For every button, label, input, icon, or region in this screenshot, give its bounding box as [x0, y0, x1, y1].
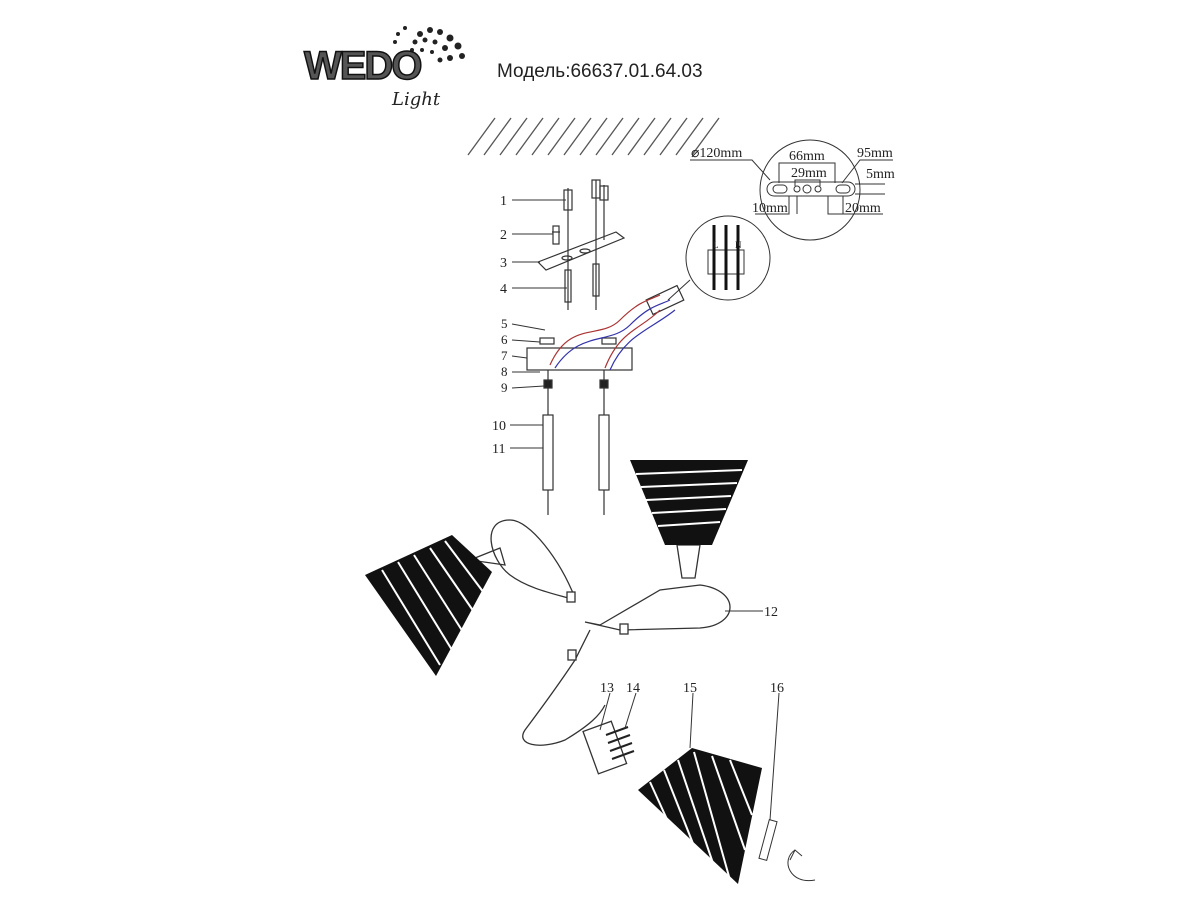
- part-13-label: 13: [600, 681, 614, 696]
- logo-subtitle: Light: [392, 89, 441, 110]
- model-number: Модель:66637.01.64.03: [497, 61, 703, 82]
- part-15-label: 15: [683, 681, 697, 696]
- dim-95: 95mm: [857, 146, 893, 161]
- glass-shade-left: [365, 535, 492, 676]
- bracket-dimension-detail: [690, 139, 893, 241]
- dim-29: 29mm: [791, 166, 827, 181]
- dim-diameter: ⌀120mm: [691, 146, 742, 161]
- logo-swirl-icon: [393, 26, 465, 63]
- glass-shade-top: [630, 460, 748, 545]
- bulb-part-16: [758, 819, 816, 882]
- part-3-label: 3: [500, 256, 507, 271]
- chandelier-frame: [467, 519, 731, 775]
- terminal-l: L: [713, 240, 719, 250]
- brand-logo: WEDO Light: [300, 20, 470, 115]
- part-6-label: 6: [501, 332, 508, 347]
- terminal-n: N: [735, 240, 742, 250]
- part-12-label: 12: [764, 605, 778, 620]
- part-leaders: [510, 199, 780, 821]
- dim-10: 10mm: [752, 201, 788, 216]
- part-numbers: 1 2 3 4 5 6 7 8 9 10 11 12 13 14 15 16: [492, 194, 784, 696]
- part-4-label: 4: [500, 282, 507, 297]
- mounting-hardware: [526, 179, 685, 515]
- part-2-label: 2: [500, 228, 507, 243]
- glass-shade-bottom: [638, 748, 762, 884]
- ceiling-hatch: [467, 117, 720, 156]
- terminal-block-detail: [667, 215, 771, 301]
- part-8-label: 8: [501, 364, 508, 379]
- part-7-label: 7: [501, 348, 508, 363]
- dim-66: 66mm: [789, 149, 825, 164]
- dim-5: 5mm: [866, 167, 895, 182]
- part-16-label: 16: [770, 681, 784, 696]
- part-9-label: 9: [501, 380, 508, 395]
- logo-wordmark: WEDO: [303, 44, 423, 88]
- wires: [549, 294, 676, 371]
- dim-20: 20mm: [845, 201, 881, 216]
- part-5-label: 5: [501, 316, 508, 331]
- part-10-label: 10: [492, 419, 506, 434]
- part-14-label: 14: [626, 681, 640, 696]
- part-11-label: 11: [492, 442, 505, 457]
- part-1-label: 1: [500, 194, 507, 209]
